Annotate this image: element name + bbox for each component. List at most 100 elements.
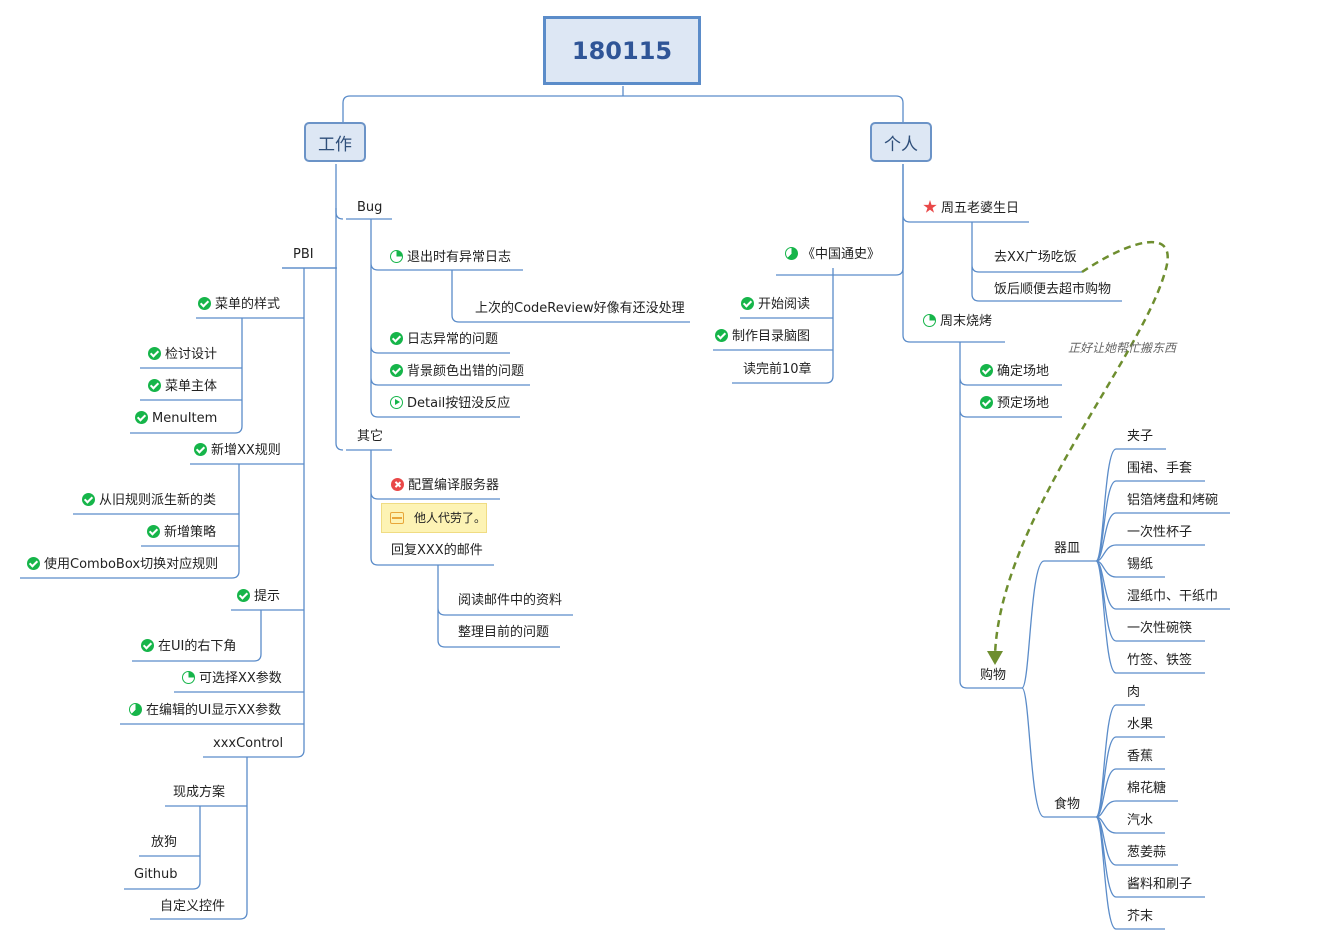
note-icon — [390, 512, 404, 524]
topic-work[interactable]: 工作 — [304, 122, 366, 162]
task-progress-icon — [182, 671, 195, 684]
star-icon — [923, 200, 937, 213]
topic-confirm-venue[interactable]: 确定场地 — [980, 364, 1049, 380]
list-item[interactable]: 锡纸 — [1127, 557, 1154, 572]
topic-utensils[interactable]: 器皿 — [1054, 541, 1081, 556]
topic-text: 从旧规则派生新的类 — [99, 493, 217, 508]
topic-read-mail[interactable]: 阅读邮件中的资料 — [458, 593, 563, 608]
topic-bug-detail-button[interactable]: Detail按钮没反应 — [390, 396, 510, 412]
list-item[interactable]: 竹签、铁签 — [1127, 653, 1193, 668]
topic-history-book[interactable]: 《中国通史》 — [785, 247, 880, 263]
list-item[interactable]: 肉 — [1127, 685, 1141, 700]
task-start-icon — [390, 396, 403, 409]
topic-text: 菜单的样式 — [215, 297, 281, 312]
topic-text: 周五老婆生日 — [941, 201, 1020, 216]
topic-bbq[interactable]: 周末烧烤 — [923, 314, 992, 330]
task-progress-icon — [129, 703, 142, 716]
topic-review-design[interactable]: 检讨设计 — [148, 347, 217, 363]
task-done-icon — [27, 557, 40, 570]
topic-menu-body[interactable]: 菜单主体 — [148, 379, 217, 395]
cancel-icon — [391, 478, 404, 491]
topic-bug[interactable]: Bug — [357, 200, 383, 215]
topic-bug-exit-log[interactable]: 退出时有异常日志 — [390, 250, 511, 266]
list-item[interactable]: 酱料和刷子 — [1127, 877, 1193, 892]
list-item[interactable]: 棉花糖 — [1127, 781, 1167, 796]
list-item[interactable]: 水果 — [1127, 717, 1154, 732]
topic-text: MenuItem — [152, 411, 218, 426]
topic-text: 周末烧烤 — [940, 314, 993, 329]
list-item[interactable]: 一次性碗筷 — [1127, 621, 1193, 636]
topic-show-param[interactable]: 在编辑的UI显示XX参数 — [129, 703, 281, 719]
topic-menu-style[interactable]: 菜单的样式 — [198, 297, 280, 313]
topic-text: 背景颜色出错的问题 — [407, 364, 525, 379]
topic-codereview[interactable]: 上次的CodeReview好像有还没处理 — [475, 301, 685, 316]
topic-pbi[interactable]: PBI — [293, 247, 314, 262]
topic-supermarket[interactable]: 饭后顺便去超市购物 — [994, 282, 1112, 297]
topic-combobox-rule[interactable]: 使用ComboBox切换对应规则 — [27, 557, 218, 573]
topic-start-reading[interactable]: 开始阅读 — [741, 297, 810, 313]
topic-new-rule[interactable]: 新增XX规则 — [194, 443, 281, 459]
topic-text: 配置编译服务器 — [408, 478, 500, 493]
topic-ui-bottom-right[interactable]: 在UI的右下角 — [141, 639, 236, 655]
list-item[interactable]: 湿纸巾、干纸巾 — [1127, 589, 1219, 604]
task-done-icon — [741, 297, 754, 310]
topic-text: 开始阅读 — [758, 297, 811, 312]
topic-toc-mindmap[interactable]: 制作目录脑图 — [715, 329, 810, 345]
topic-custom-control[interactable]: 自定义控件 — [160, 899, 226, 914]
topic-text: 在编辑的UI显示XX参数 — [146, 703, 282, 718]
topic-text: 退出时有异常日志 — [407, 250, 512, 265]
list-item[interactable]: 围裙、手套 — [1127, 461, 1193, 476]
list-item[interactable]: 汽水 — [1127, 813, 1154, 828]
topic-text: 可选择XX参数 — [199, 671, 282, 686]
topic-derive-class[interactable]: 从旧规则派生新的类 — [82, 493, 216, 509]
list-item[interactable]: 一次性杯子 — [1127, 525, 1193, 540]
topic-text: 在UI的右下角 — [158, 639, 237, 654]
topic-text: 提示 — [254, 589, 281, 604]
list-item[interactable]: 芥末 — [1127, 909, 1154, 924]
topic-select-param[interactable]: 可选择XX参数 — [182, 671, 282, 687]
task-done-icon — [135, 411, 148, 424]
topic-reply-mail[interactable]: 回复XXX的邮件 — [391, 543, 483, 558]
topic-existing-solution[interactable]: 现成方案 — [173, 785, 226, 800]
task-done-icon — [715, 329, 728, 342]
topic-config-server[interactable]: 配置编译服务器 — [391, 478, 499, 494]
topic-note[interactable]: 他人代劳了。 — [381, 503, 487, 533]
topic-github[interactable]: Github — [134, 867, 178, 882]
topic-text: 确定场地 — [997, 364, 1050, 379]
task-done-icon — [390, 332, 403, 345]
topic-text: 日志异常的问题 — [407, 332, 499, 347]
topic-text: 新增策略 — [164, 525, 217, 540]
list-item[interactable]: 香蕉 — [1127, 749, 1154, 764]
topic-search[interactable]: 放狗 — [151, 835, 178, 850]
task-progress-icon — [923, 314, 936, 327]
topic-shopping[interactable]: 购物 — [980, 668, 1007, 683]
list-item[interactable]: 葱姜蒜 — [1127, 845, 1167, 860]
topic-sort-issues[interactable]: 整理目前的问题 — [458, 625, 550, 640]
task-progress-icon — [390, 250, 403, 263]
root-topic[interactable]: 180115 — [543, 16, 701, 85]
topic-personal[interactable]: 个人 — [870, 122, 932, 162]
topic-new-strategy[interactable]: 新增策略 — [147, 525, 216, 541]
topic-menuitem[interactable]: MenuItem — [135, 411, 217, 427]
topic-tips[interactable]: 提示 — [237, 589, 280, 605]
task-done-icon — [980, 396, 993, 409]
topic-bug-log-issue[interactable]: 日志异常的问题 — [390, 332, 498, 348]
relationship-label[interactable]: 正好让她帮忙搬东西 — [1068, 341, 1177, 355]
task-done-icon — [980, 364, 993, 377]
topic-xxxcontrol[interactable]: xxxControl — [213, 736, 284, 751]
topic-other[interactable]: 其它 — [357, 429, 384, 444]
list-item[interactable]: 夹子 — [1127, 429, 1154, 444]
topic-text: 制作目录脑图 — [732, 329, 811, 344]
task-done-icon — [237, 589, 250, 602]
topic-birthday[interactable]: 周五老婆生日 — [923, 200, 1019, 217]
topic-bug-bg-color[interactable]: 背景颜色出错的问题 — [390, 364, 524, 380]
task-done-icon — [198, 297, 211, 310]
topic-first-10-chapters[interactable]: 读完前10章 — [743, 362, 812, 377]
topic-food[interactable]: 食物 — [1054, 797, 1081, 812]
task-done-icon — [390, 364, 403, 377]
list-item[interactable]: 铝箔烤盘和烤碗 — [1127, 493, 1219, 508]
task-done-icon — [147, 525, 160, 538]
task-done-icon — [194, 443, 207, 456]
topic-dinner[interactable]: 去XX广场吃饭 — [994, 250, 1077, 265]
topic-book-venue[interactable]: 预定场地 — [980, 396, 1049, 412]
